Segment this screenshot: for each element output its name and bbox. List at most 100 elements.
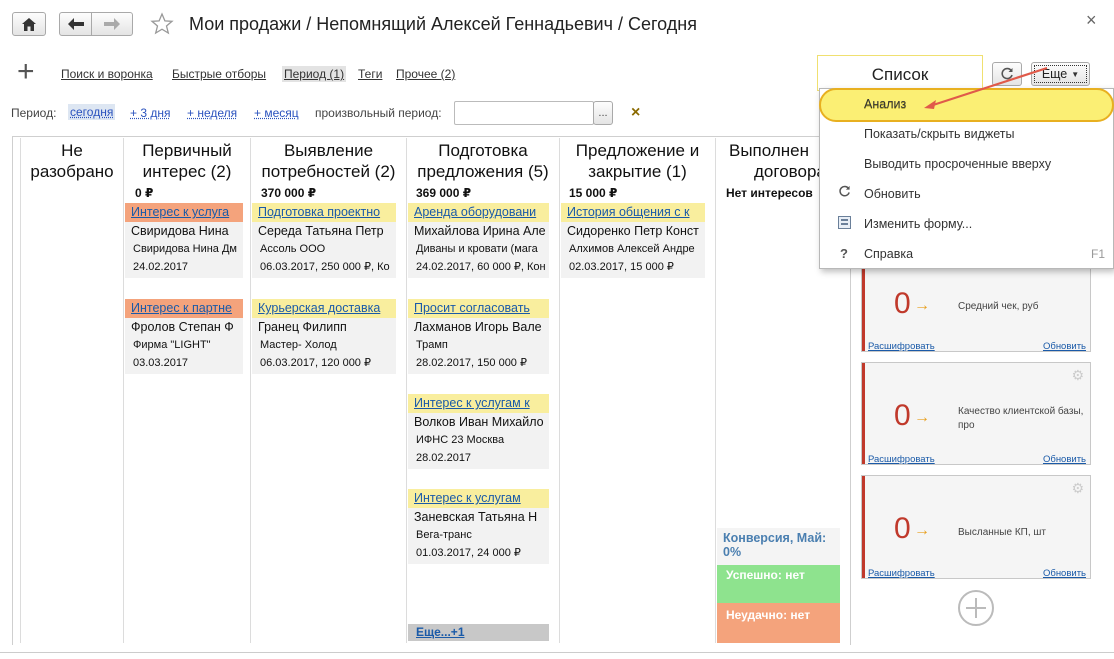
gear-icon[interactable]: ⚙ — [1071, 367, 1084, 383]
deal-card[interactable]: Аренда оборудовани Михайлова Ирина Але Д… — [408, 203, 549, 278]
custom-period-input[interactable] — [454, 101, 594, 125]
column-sum: Нет интересов — [726, 186, 813, 200]
widget-decode-link[interactable]: Расшифровать — [868, 568, 935, 579]
deal-card[interactable]: История общения с к Сидоренко Петр Конст… — [561, 203, 705, 278]
menu-item-help[interactable]: Справка — [864, 247, 914, 261]
form-icon — [838, 216, 851, 232]
deal-card-info: 03.03.2017 — [133, 357, 189, 369]
deal-card[interactable]: Просит согласовать Лахманов Игорь Вале Т… — [408, 299, 549, 374]
menu-item-toggle-widgets[interactable]: Показать/скрыть виджеты — [864, 127, 1015, 141]
widget-decode-link[interactable]: Расшифровать — [868, 341, 935, 352]
column-title-line: потребностей (2) — [261, 162, 396, 181]
column-sum: 15 000 ₽ — [569, 186, 618, 200]
more-button[interactable]: Еще ▼ — [1031, 62, 1090, 86]
deal-card-title[interactable]: Интерес к услугам к — [408, 394, 549, 413]
gear-icon[interactable]: ⚙ — [1071, 480, 1084, 496]
conversion-panel: Конверсия, Май: 0% Успешно: нет Неудачно… — [717, 528, 840, 643]
add-widget-button[interactable] — [957, 589, 995, 630]
menu-item-help-shortcut: F1 — [1090, 247, 1105, 261]
deal-card[interactable]: Интерес к партне Фролов Степан Ф Фирма "… — [125, 299, 243, 374]
more-deals-link[interactable]: Еще...+1 — [408, 624, 549, 641]
deal-card-title[interactable]: Интерес к партне — [125, 299, 243, 318]
arrow-right-icon: → — [914, 409, 930, 426]
link-tags[interactable]: Теги — [358, 67, 383, 81]
deal-card-company: ИФНС 23 Москва — [416, 434, 505, 446]
deal-card-company: Фирма "LIGHT" — [133, 339, 211, 351]
period-week[interactable]: + неделя — [187, 106, 238, 120]
widget-client-base-quality[interactable]: ⚙ 0 → Качество клиентской базы, про Расш… — [861, 362, 1091, 465]
period-picker-button[interactable]: ... — [593, 101, 613, 125]
kanban-board — [12, 136, 851, 645]
widget-decode-link[interactable]: Расшифровать — [868, 454, 935, 465]
link-search-funnel[interactable]: Поиск и воронка — [61, 67, 153, 81]
widget-accent-bar — [862, 363, 865, 464]
deal-card-title[interactable]: Подготовка проектно — [252, 203, 396, 222]
conversion-fail: Неудачно: нет — [717, 603, 840, 643]
column-header-primary-interest: Первичный интерес (2) — [124, 140, 250, 182]
deal-card-company: Алхимов Алексей Андре — [569, 243, 695, 255]
link-period[interactable]: Период (1) — [282, 66, 347, 82]
column-title-line: Предложение и — [575, 141, 700, 160]
column-title-line: Выполнен — [729, 141, 809, 160]
add-button[interactable]: + — [17, 55, 35, 88]
deal-card-title[interactable]: Аренда оборудовани — [408, 203, 549, 222]
star-icon[interactable] — [150, 12, 174, 39]
deal-card-company: Вега-транс — [416, 529, 472, 541]
deal-card-contact: Свиридова Нина — [131, 224, 229, 238]
period-3-days[interactable]: + 3 дня — [130, 106, 171, 120]
column-title-line: интерес (2) — [142, 162, 232, 181]
column-divider — [123, 138, 124, 643]
widget-value: 0 — [894, 399, 911, 432]
back-button[interactable] — [59, 12, 92, 36]
deal-card[interactable]: Интерес к услугам к Волков Иван Михайло … — [408, 394, 549, 469]
widget-refresh-link[interactable]: Обновить — [1042, 454, 1086, 465]
period-month[interactable]: + месяц — [254, 106, 299, 120]
link-quick-filters[interactable]: Быстрые отборы — [172, 67, 267, 81]
column-title-line: Первичный — [142, 141, 232, 160]
widget-sent-offers[interactable]: ⚙ 0 → Высланные КП, шт Расшифровать Обно… — [861, 475, 1091, 579]
home-button[interactable] — [12, 12, 46, 36]
column-title-line: разобрано — [30, 162, 114, 181]
deal-card-contact: Сидоренко Петр Конст — [567, 224, 699, 238]
column-title-line: Подготовка — [438, 141, 528, 160]
deal-card[interactable]: Интерес к услугам Заневская Татьяна Н Ве… — [408, 489, 549, 564]
menu-item-change-form[interactable]: Изменить форму... — [864, 217, 973, 231]
deal-card[interactable]: Подготовка проектно Середа Татьяна Петр … — [252, 203, 396, 278]
widget-average-check[interactable]: 0 → Средний чек, руб Расшифровать Обнови… — [861, 268, 1091, 352]
menu-item-refresh[interactable]: Обновить — [864, 187, 921, 201]
deal-card-contact: Лахманов Игорь Вале — [414, 320, 542, 334]
deal-card-info: 06.03.2017, 120 000 ₽ — [260, 357, 371, 369]
widget-accent-bar — [862, 269, 865, 351]
deal-card-title[interactable]: Курьерская доставка — [252, 299, 396, 318]
deal-card-title[interactable]: История общения с к — [561, 203, 705, 222]
conversion-title: Конверсия, Май: — [723, 531, 827, 545]
column-title-line: Выявление — [283, 141, 374, 160]
menu-item-analysis-overlay-label[interactable]: Анализ — [864, 97, 907, 111]
deal-card[interactable]: Интерес к услуга Свиридова Нина Свиридов… — [125, 203, 243, 278]
column-divider — [406, 138, 407, 643]
deal-card-info: 24.02.2017 — [133, 261, 189, 273]
deal-card[interactable]: Курьерская доставка Гранец Филипп Мастер… — [252, 299, 396, 374]
widget-refresh-link[interactable]: Обновить — [1042, 341, 1086, 352]
deal-card-title[interactable]: Интерес к услуга — [125, 203, 243, 222]
link-other[interactable]: Прочее (2) — [396, 67, 456, 81]
menu-item-overdue-top[interactable]: Выводить просроченные вверху — [864, 157, 1052, 171]
board-left-edge — [20, 138, 21, 643]
period-today[interactable]: сегодня — [68, 104, 116, 120]
list-view-label: Список — [871, 65, 929, 84]
column-divider — [559, 138, 560, 643]
column-sum: 370 000 ₽ — [261, 186, 317, 200]
clear-period-icon[interactable]: × — [631, 104, 641, 121]
deal-card-title[interactable]: Просит согласовать — [408, 299, 549, 318]
widget-refresh-link[interactable]: Обновить — [1042, 568, 1086, 579]
deal-card-title[interactable]: Интерес к услугам — [408, 489, 549, 508]
list-view-button[interactable]: Список — [817, 55, 983, 91]
page-title: Мои продажи / Непомнящий Алексей Геннадь… — [189, 14, 697, 34]
arrow-right-icon — [104, 18, 120, 30]
close-icon[interactable]: × — [1086, 10, 1097, 30]
column-header-preparation: Подготовка предложения (5) — [407, 140, 559, 182]
column-divider — [250, 138, 251, 643]
column-title-line: предложения (5) — [417, 162, 549, 181]
more-label: Еще — [1041, 67, 1068, 81]
forward-button[interactable] — [91, 12, 133, 36]
